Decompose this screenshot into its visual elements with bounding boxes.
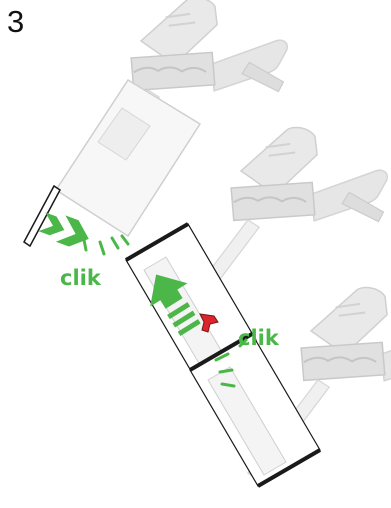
click-sound-label-1: clik <box>60 266 102 290</box>
motion-lines-1 <box>84 236 128 254</box>
click-sound-label-2: clik <box>238 326 280 350</box>
